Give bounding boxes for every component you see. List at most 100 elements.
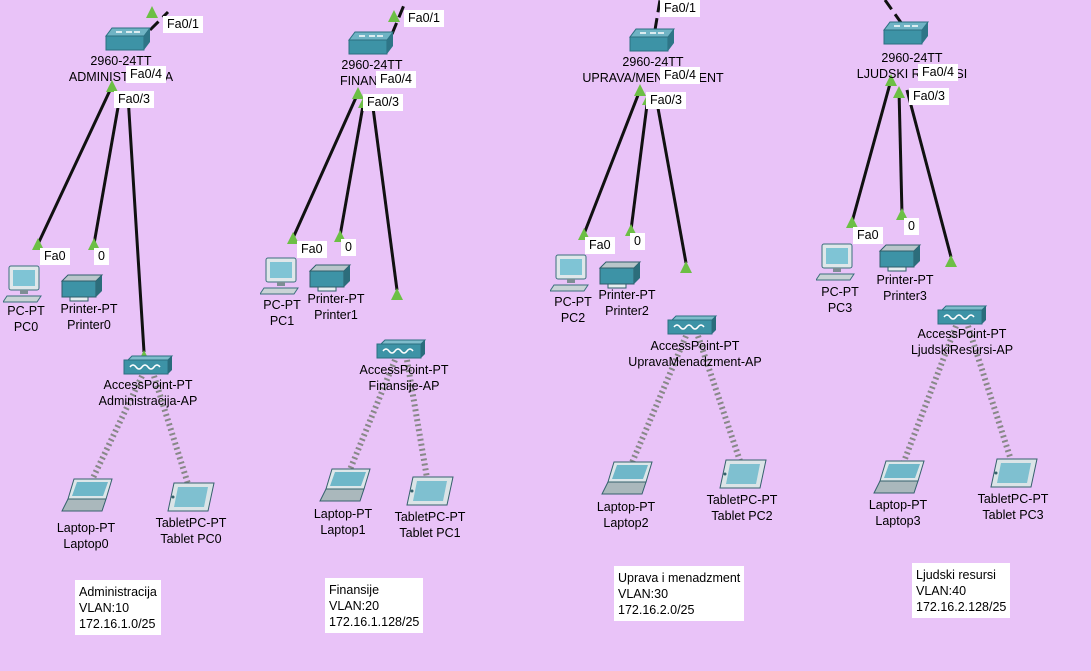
- switch-device[interactable]: [880, 20, 932, 48]
- port-tag-switch: Fa0/4: [918, 64, 958, 81]
- access-point-device[interactable]: [936, 304, 988, 328]
- port-tag-switch: Fa0/3: [363, 94, 403, 111]
- link-up-indicator-icon: [287, 232, 299, 244]
- printer-device[interactable]: [58, 273, 106, 303]
- port-tag-pc: Fa0: [585, 237, 615, 254]
- port-tag-printer: 0: [630, 233, 645, 250]
- switch-icon: [883, 21, 929, 45]
- ap-cable: [654, 96, 688, 264]
- link-up-indicator-icon: [388, 10, 400, 22]
- access-point-device[interactable]: [666, 314, 718, 338]
- laptop-device[interactable]: [872, 459, 926, 497]
- pc-label-model: PC-PT: [554, 295, 592, 309]
- switch-label-hostname: UPRAVA/MENADZMENT: [582, 71, 724, 85]
- link-up-indicator-icon: [846, 216, 858, 228]
- tablet-device[interactable]: [164, 481, 216, 515]
- pc-label-hostname: PC1: [269, 314, 295, 328]
- pc-label-hostname: PC0: [13, 320, 39, 334]
- switch-device[interactable]: [626, 27, 678, 55]
- switch-icon: [105, 27, 151, 51]
- link-up-indicator-icon: [106, 80, 118, 92]
- printer-device[interactable]: [596, 260, 644, 290]
- link-up-indicator-icon: [391, 288, 403, 300]
- wireless-link-tablet: [695, 335, 743, 462]
- switch-label-model: 2960-24TT: [90, 54, 152, 68]
- port-tag-pc: Fa0: [40, 248, 70, 265]
- ap-label-model: AccessPoint-PT: [650, 339, 740, 353]
- pc-label-model: PC-PT: [7, 304, 45, 318]
- printer-cable: [92, 95, 122, 245]
- laptop-icon: [601, 461, 653, 495]
- link-up-indicator-icon: [680, 261, 692, 273]
- pc-device[interactable]: [549, 253, 592, 293]
- link-up-indicator-icon: [885, 74, 897, 86]
- pc-device[interactable]: [2, 264, 45, 304]
- switch-device[interactable]: [102, 26, 154, 54]
- link-up-indicator-icon: [352, 87, 364, 99]
- note-vlan: VLAN:40: [916, 584, 967, 598]
- laptop-label-model: Laptop-PT: [596, 500, 656, 514]
- port-tag-switch: Fa0/3: [646, 92, 686, 109]
- printer-cable: [629, 96, 650, 231]
- tablet-device[interactable]: [987, 457, 1039, 491]
- link-up-indicator-icon: [896, 208, 908, 220]
- tablet-label-model: TabletPC-PT: [977, 492, 1049, 506]
- uplink-cable: [148, 10, 170, 32]
- link-up-indicator-icon: [32, 238, 44, 250]
- printer-cable: [897, 89, 904, 215]
- pc-label: PC-PT PC0: [7, 303, 45, 335]
- ap-label-model: AccessPoint-PT: [917, 327, 1007, 341]
- access-point-device[interactable]: [122, 354, 174, 378]
- ap-cable: [905, 89, 953, 258]
- tablet-device[interactable]: [716, 458, 768, 492]
- pc-icon: [815, 243, 855, 281]
- port-tag-printer: 0: [904, 218, 919, 235]
- laptop-label-model: Laptop-PT: [313, 507, 373, 521]
- wireless-link-tablet: [151, 375, 191, 485]
- laptop-device[interactable]: [60, 477, 114, 515]
- laptop-device[interactable]: [600, 460, 654, 498]
- pc-cable: [582, 89, 642, 235]
- wireless-link-tablet: [965, 325, 1014, 461]
- printer-label-hostname: Printer3: [883, 289, 927, 303]
- note-subnet: 172.16.1.128/25: [329, 615, 420, 629]
- printer-device[interactable]: [306, 263, 354, 293]
- link-up-indicator-icon: [146, 6, 158, 18]
- tablet-icon: [719, 459, 767, 489]
- port-tag-pc: Fa0: [853, 227, 883, 244]
- uplink-cable: [883, 0, 904, 25]
- laptop-device[interactable]: [318, 467, 372, 505]
- port-tag-switch: Fa0/4: [126, 66, 166, 83]
- tablet-device[interactable]: [403, 475, 455, 509]
- laptop-icon: [61, 478, 113, 512]
- access-point-device[interactable]: [375, 338, 427, 362]
- pc-device[interactable]: [815, 242, 858, 282]
- pc-device[interactable]: [259, 256, 302, 296]
- pc-cable: [36, 85, 114, 245]
- laptop-icon: [319, 468, 371, 502]
- link-up-indicator-icon: [88, 238, 100, 250]
- port-tag-pc: Fa0: [297, 241, 327, 258]
- switch-device[interactable]: [345, 30, 397, 58]
- printer-icon: [308, 264, 352, 292]
- printer-device[interactable]: [876, 243, 924, 273]
- note-vlan: VLAN:20: [329, 599, 380, 613]
- pc-label-model: PC-PT: [263, 298, 301, 312]
- note-vlan: VLAN:30: [618, 587, 669, 601]
- port-tag-uplink: Fa0/1: [660, 0, 700, 17]
